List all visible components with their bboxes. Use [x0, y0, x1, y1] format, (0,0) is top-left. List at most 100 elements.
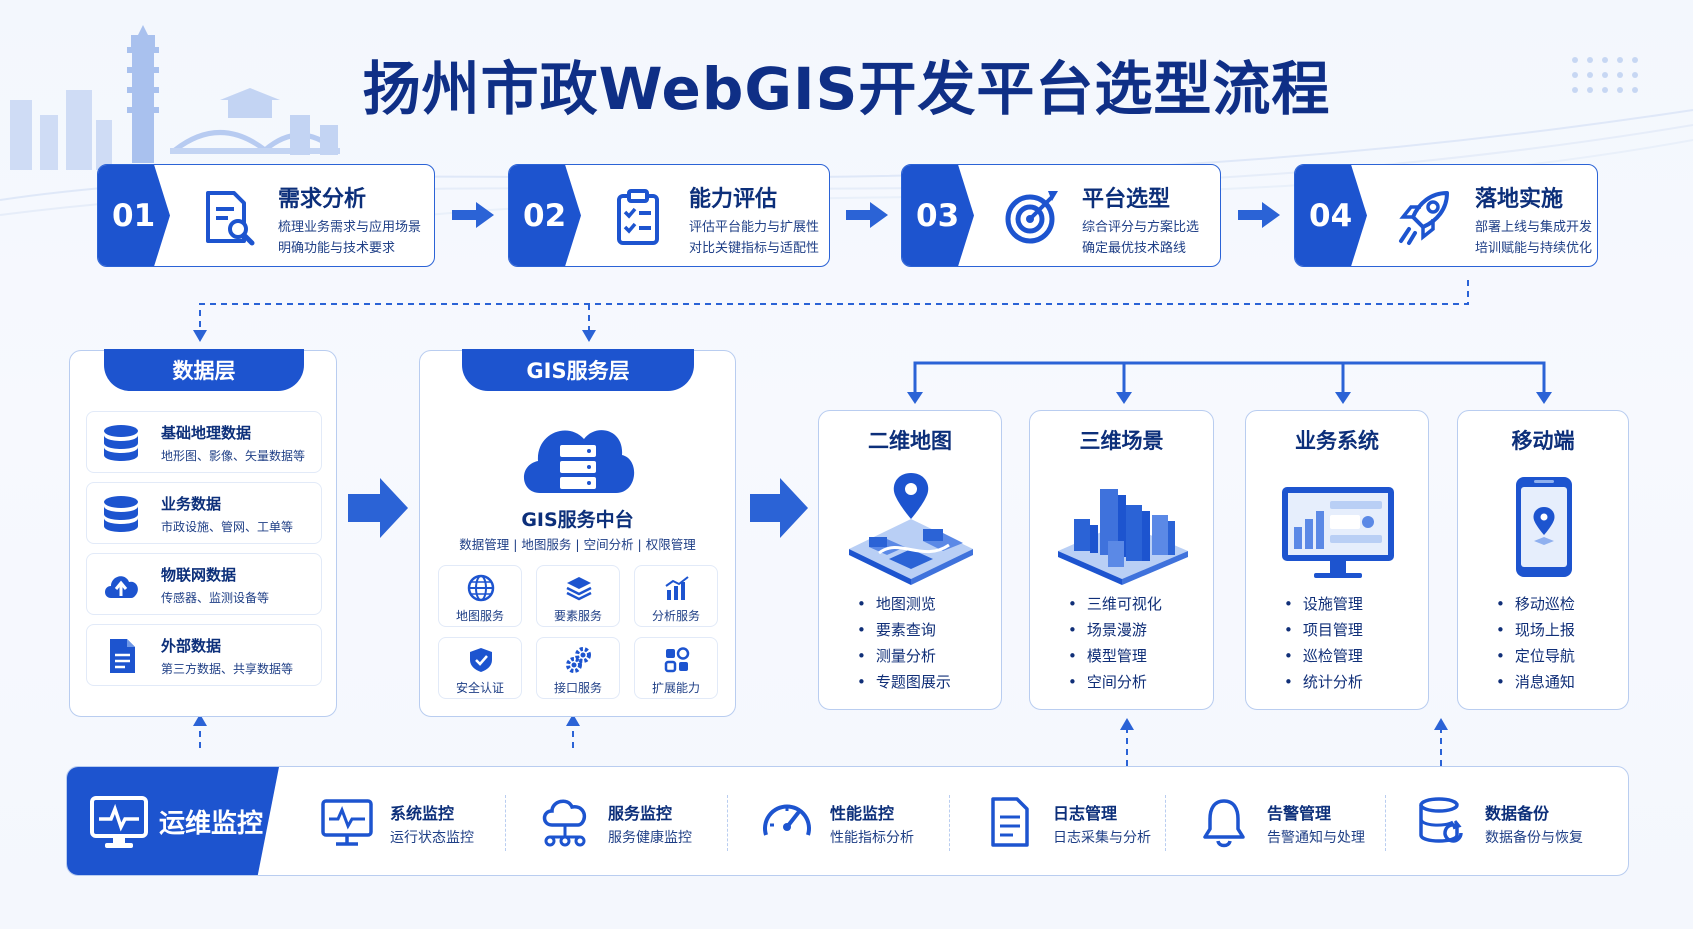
data-item-desc: 地形图、影像、矢量数据等 [161, 449, 306, 463]
bell-icon [1203, 799, 1245, 848]
gis-service-label: 要素服务 [553, 609, 602, 623]
database-icon [104, 496, 138, 532]
data-item-title: 业务数据 [161, 495, 222, 513]
gis-service-layer-panel: GIS服务层 GIS服务中台 数据管理 | 地图服务 | 空间分析 | 权限管理… [419, 349, 736, 717]
ops-item-desc: 日志采集与分析 [1053, 830, 1151, 846]
gis-service-label: 安全认证 [455, 681, 504, 695]
step-card-04: 04 落地实施 部署上线与集成开发 培训赋能与持续优化 [1294, 164, 1598, 267]
ops-divider [727, 795, 728, 851]
app-feature: 专题图展示 [857, 669, 951, 695]
smartphone-icon [1516, 477, 1572, 577]
monitor-dashboard-icon [1282, 487, 1394, 578]
data-item: 外部数据 第三方数据、共享数据等 [86, 624, 322, 686]
step-title: 平台选型 [1082, 187, 1171, 212]
app-feature-list: 设施管理 项目管理 巡检管理 统计分析 [1284, 591, 1363, 695]
ops-item-desc: 告警通知与处理 [1267, 830, 1365, 846]
data-item: 物联网数据 传感器、监测设备等 [86, 553, 322, 615]
data-item-title: 物联网数据 [161, 566, 237, 584]
app-card-mobile: 移动端 移动巡检 现场上报 定位导航 消息通知 [1457, 410, 1629, 710]
ops-item-desc: 数据备份与恢复 [1485, 830, 1583, 846]
app-feature: 三维可视化 [1068, 591, 1162, 617]
step-number: 04 [1295, 165, 1367, 266]
data-item-desc: 市政设施、管网、工单等 [161, 520, 294, 534]
checklist-icon [617, 189, 659, 245]
app-card-3d-scene: 三维场景 三维可视化 场景漫游 模型管理 空间分析 [1029, 410, 1214, 710]
step-desc-2: 对比关键指标与适配性 [689, 241, 820, 256]
grid-icon [664, 647, 690, 673]
step-number: 03 [902, 165, 974, 266]
app-feature: 测量分析 [857, 643, 951, 669]
app-feature: 空间分析 [1068, 669, 1162, 695]
ops-item-title: 服务监控 [608, 804, 673, 823]
data-item-title: 基础地理数据 [161, 424, 252, 442]
app-feature: 巡检管理 [1284, 643, 1363, 669]
layers-icon [566, 577, 592, 601]
step-card-02: 02 能力评估 评估平台能力与扩展性 对比关键指标与适配性 [508, 164, 830, 267]
gis-service-label: 扩展能力 [651, 681, 700, 695]
dot-grid-decoration [1572, 57, 1638, 93]
city-skyline-icon [10, 25, 340, 170]
ops-item-title: 告警管理 [1267, 804, 1332, 823]
app-feature: 模型管理 [1068, 643, 1162, 669]
step-desc-2: 培训赋能与持续优化 [1475, 241, 1593, 256]
gis-hub-title: GIS服务中台 [521, 509, 634, 531]
app-feature: 设施管理 [1284, 591, 1363, 617]
ops-divider [1165, 795, 1166, 851]
3d-city-icon [1058, 489, 1188, 585]
cloud-network-icon [542, 799, 587, 847]
page-title: 扬州市政WebGIS开发平台选型流程 [362, 55, 1331, 123]
step-desc-1: 梳理业务需求与应用场景 [278, 220, 422, 235]
data-item-desc: 传感器、监测设备等 [161, 591, 270, 605]
ops-divider [505, 795, 506, 851]
ops-item-title: 数据备份 [1485, 804, 1550, 823]
step-card-01: 01 需求分析 梳理业务需求与应用场景 明确功能与技术要求 [97, 164, 435, 267]
step-card-03: 03 平台选型 综合评分与方案比选 确定最优技术路线 [901, 164, 1221, 267]
gauge-icon [763, 804, 811, 836]
app-title: 移动端 [1511, 429, 1575, 453]
gis-service-cell: 扩展能力 [634, 637, 718, 699]
gis-service-cell: 安全认证 [438, 637, 522, 699]
app-title: 业务系统 [1295, 429, 1379, 453]
cloud-upload-icon [105, 576, 138, 598]
arrow-right-icon [1238, 202, 1280, 228]
step-title: 能力评估 [689, 187, 778, 212]
app-feature: 要素查询 [857, 617, 951, 643]
app-title: 二维地图 [868, 429, 952, 453]
target-icon [1005, 191, 1058, 244]
app-feature: 移动巡检 [1496, 591, 1575, 617]
gis-hub-desc: 数据管理 | 地图服务 | 空间分析 | 权限管理 [459, 537, 696, 552]
gis-service-cell: 分析服务 [634, 565, 718, 627]
rocket-icon [1399, 191, 1449, 245]
app-feature: 项目管理 [1284, 617, 1363, 643]
data-item-desc: 第三方数据、共享数据等 [161, 662, 294, 676]
app-feature-list: 三维可视化 场景漫游 模型管理 空间分析 [1068, 591, 1162, 695]
app-feature: 地图测览 [857, 591, 951, 617]
bar-chart-icon [665, 576, 689, 600]
app-card-business-system: 业务系统 设施管理 项目管理 巡检管理 统计分析 [1245, 410, 1429, 710]
step-desc-1: 评估平台能力与扩展性 [689, 220, 820, 235]
gis-service-label: 分析服务 [651, 609, 700, 623]
app-feature: 定位导航 [1496, 643, 1575, 669]
gis-service-cell: 接口服务 [536, 637, 620, 699]
gis-service-label: 接口服务 [553, 681, 602, 695]
step-desc-2: 明确功能与技术要求 [278, 241, 396, 256]
step-title: 落地实施 [1475, 187, 1564, 212]
step-number: 02 [509, 165, 581, 266]
database-icon [104, 425, 138, 461]
app-title: 三维场景 [1079, 429, 1164, 453]
step-desc-2: 确定最优技术路线 [1082, 241, 1187, 256]
ops-title: 运维监控 [159, 809, 264, 839]
data-item-title: 外部数据 [161, 637, 222, 655]
file-icon [110, 639, 135, 673]
app-feature-list: 地图测览 要素查询 测量分析 专题图展示 [857, 591, 951, 695]
data-item: 基础地理数据 地形图、影像、矢量数据等 [86, 411, 322, 473]
ops-item-title: 系统监控 [390, 804, 455, 823]
gis-service-label: 地图服务 [455, 609, 504, 623]
step-desc-1: 部署上线与集成开发 [1475, 220, 1593, 235]
ops-header: 运维监控 [67, 767, 279, 875]
panel-title: GIS服务层 [462, 349, 694, 391]
pulse-monitor-icon [321, 799, 373, 846]
ops-monitor-bar: 运维监控 系统监控 运行状态监控 服务监控 服务健康监控 性能监 [66, 766, 1629, 876]
app-feature: 场景漫游 [1068, 617, 1162, 643]
step-title: 需求分析 [278, 187, 367, 212]
